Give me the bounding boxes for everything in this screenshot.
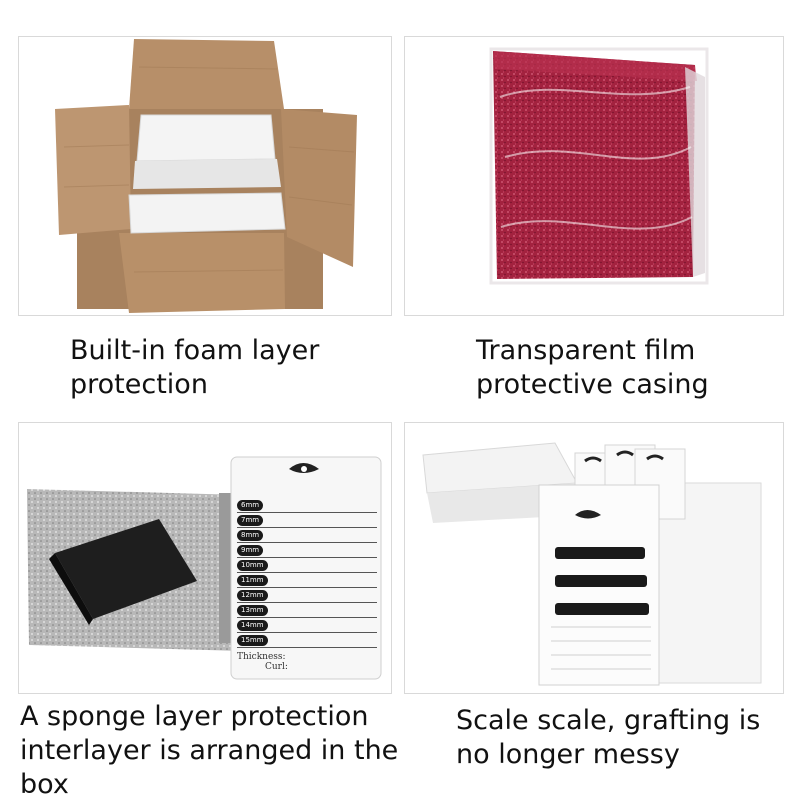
lash-tile-labels: 6mm 7mm 8mm 9mm 10mm 11mm 12mm 13mm 14mm 15mm Thi… (237, 499, 377, 672)
tile-size-row: 8mm (237, 529, 377, 543)
tile-curl-label: Curl: (265, 662, 288, 672)
photo-sponge-box: 6mm 7mm 8mm 9mm 10mm 11mm 12mm 13mm 14mm 15mm Thi… (18, 422, 392, 694)
tile-size-label: 9mm (237, 545, 264, 556)
photo-foam-box (18, 36, 392, 316)
foam-box-image (19, 37, 391, 315)
glitter-box-image (405, 37, 783, 315)
tile-size-row: 6mm (237, 499, 377, 513)
tile-size-label: 8mm (237, 530, 264, 541)
caption-line: no longer messy (456, 739, 680, 770)
tile-thickness-label: Thickness: (237, 652, 286, 662)
tile-size-label: 13mm (237, 605, 268, 616)
caption-foam: Built-in foam layer protection (70, 334, 319, 402)
tile-size-row: 11mm (237, 574, 377, 588)
acrylic-box-image (405, 423, 783, 693)
caption-line: protective casing (476, 369, 709, 400)
tile-size-label: 11mm (237, 575, 268, 586)
photo-scale-box (404, 422, 784, 694)
tile-size-label: 7mm (237, 515, 264, 526)
caption-line: Transparent film (476, 335, 696, 366)
caption-line: box (20, 769, 69, 800)
tile-size-row: 13mm (237, 604, 377, 618)
photo-film-box (404, 36, 784, 316)
caption-line: interlayer is arranged in the (20, 735, 399, 766)
caption-line: A sponge layer protection (20, 701, 369, 732)
tile-size-row: 10mm (237, 559, 377, 573)
tile-size-label: 10mm (237, 560, 268, 571)
caption-line: Built-in foam layer (70, 335, 320, 366)
caption-sponge: A sponge layer protection interlayer is … (20, 700, 398, 802)
tile-size-label: 12mm (237, 590, 268, 601)
tile-size-row: 14mm (237, 619, 377, 633)
tile-size-row: 9mm (237, 544, 377, 558)
sponge-box-image (19, 423, 391, 693)
caption-line: protection (70, 369, 208, 400)
caption-scale: Scale scale, grafting is no longer messy (456, 704, 760, 772)
tile-size-label: 6mm (237, 500, 264, 511)
tile-size-row: 15mm (237, 634, 377, 648)
tile-size-label: 14mm (237, 620, 268, 631)
tile-size-row: 12mm (237, 589, 377, 603)
caption-line: Scale scale, grafting is (456, 705, 761, 736)
tile-size-row: 7mm (237, 514, 377, 528)
caption-film: Transparent film protective casing (476, 334, 709, 402)
tile-size-label: 15mm (237, 635, 268, 646)
